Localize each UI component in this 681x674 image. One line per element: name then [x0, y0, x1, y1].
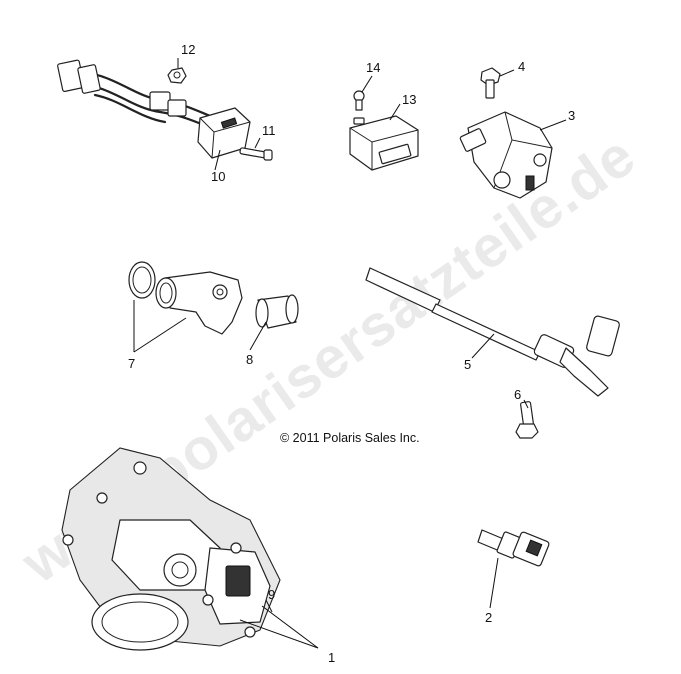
bolt-part-4 [480, 67, 501, 99]
screw-part-14 [353, 90, 365, 111]
callout-7: 7 [128, 356, 135, 371]
sleeve-part-8 [255, 294, 299, 329]
callout-5: 5 [464, 357, 471, 372]
bolt-part-11 [239, 147, 273, 161]
relay-part-13 [349, 115, 419, 171]
copyright-notice: © 2011 Polaris Sales Inc. [280, 431, 420, 445]
sensor-part-7 [155, 271, 243, 335]
callout-1: 1 [328, 650, 335, 665]
callout-6: 6 [514, 387, 521, 402]
nut-part-12 [167, 67, 187, 84]
callout-4: 4 [518, 59, 525, 74]
callout-14: 14 [366, 60, 380, 75]
callout-3: 3 [568, 108, 575, 123]
o-ring-part-7 [128, 261, 156, 299]
callout-2: 2 [485, 610, 492, 625]
callout-12: 12 [181, 42, 195, 57]
throttle-body-part-1 [61, 447, 281, 651]
wiring-harness-part [57, 59, 251, 159]
leader-lines [133, 58, 567, 649]
callout-13: 13 [402, 92, 416, 107]
callout-9: 9 [268, 587, 275, 602]
callout-8: 8 [246, 352, 253, 367]
callout-11: 11 [262, 123, 276, 138]
temp-sensor-part-2 [477, 529, 550, 567]
callout-10: 10 [211, 169, 225, 184]
speed-sensor-part-5 [365, 267, 620, 397]
map-sensor-part-3 [459, 111, 553, 199]
